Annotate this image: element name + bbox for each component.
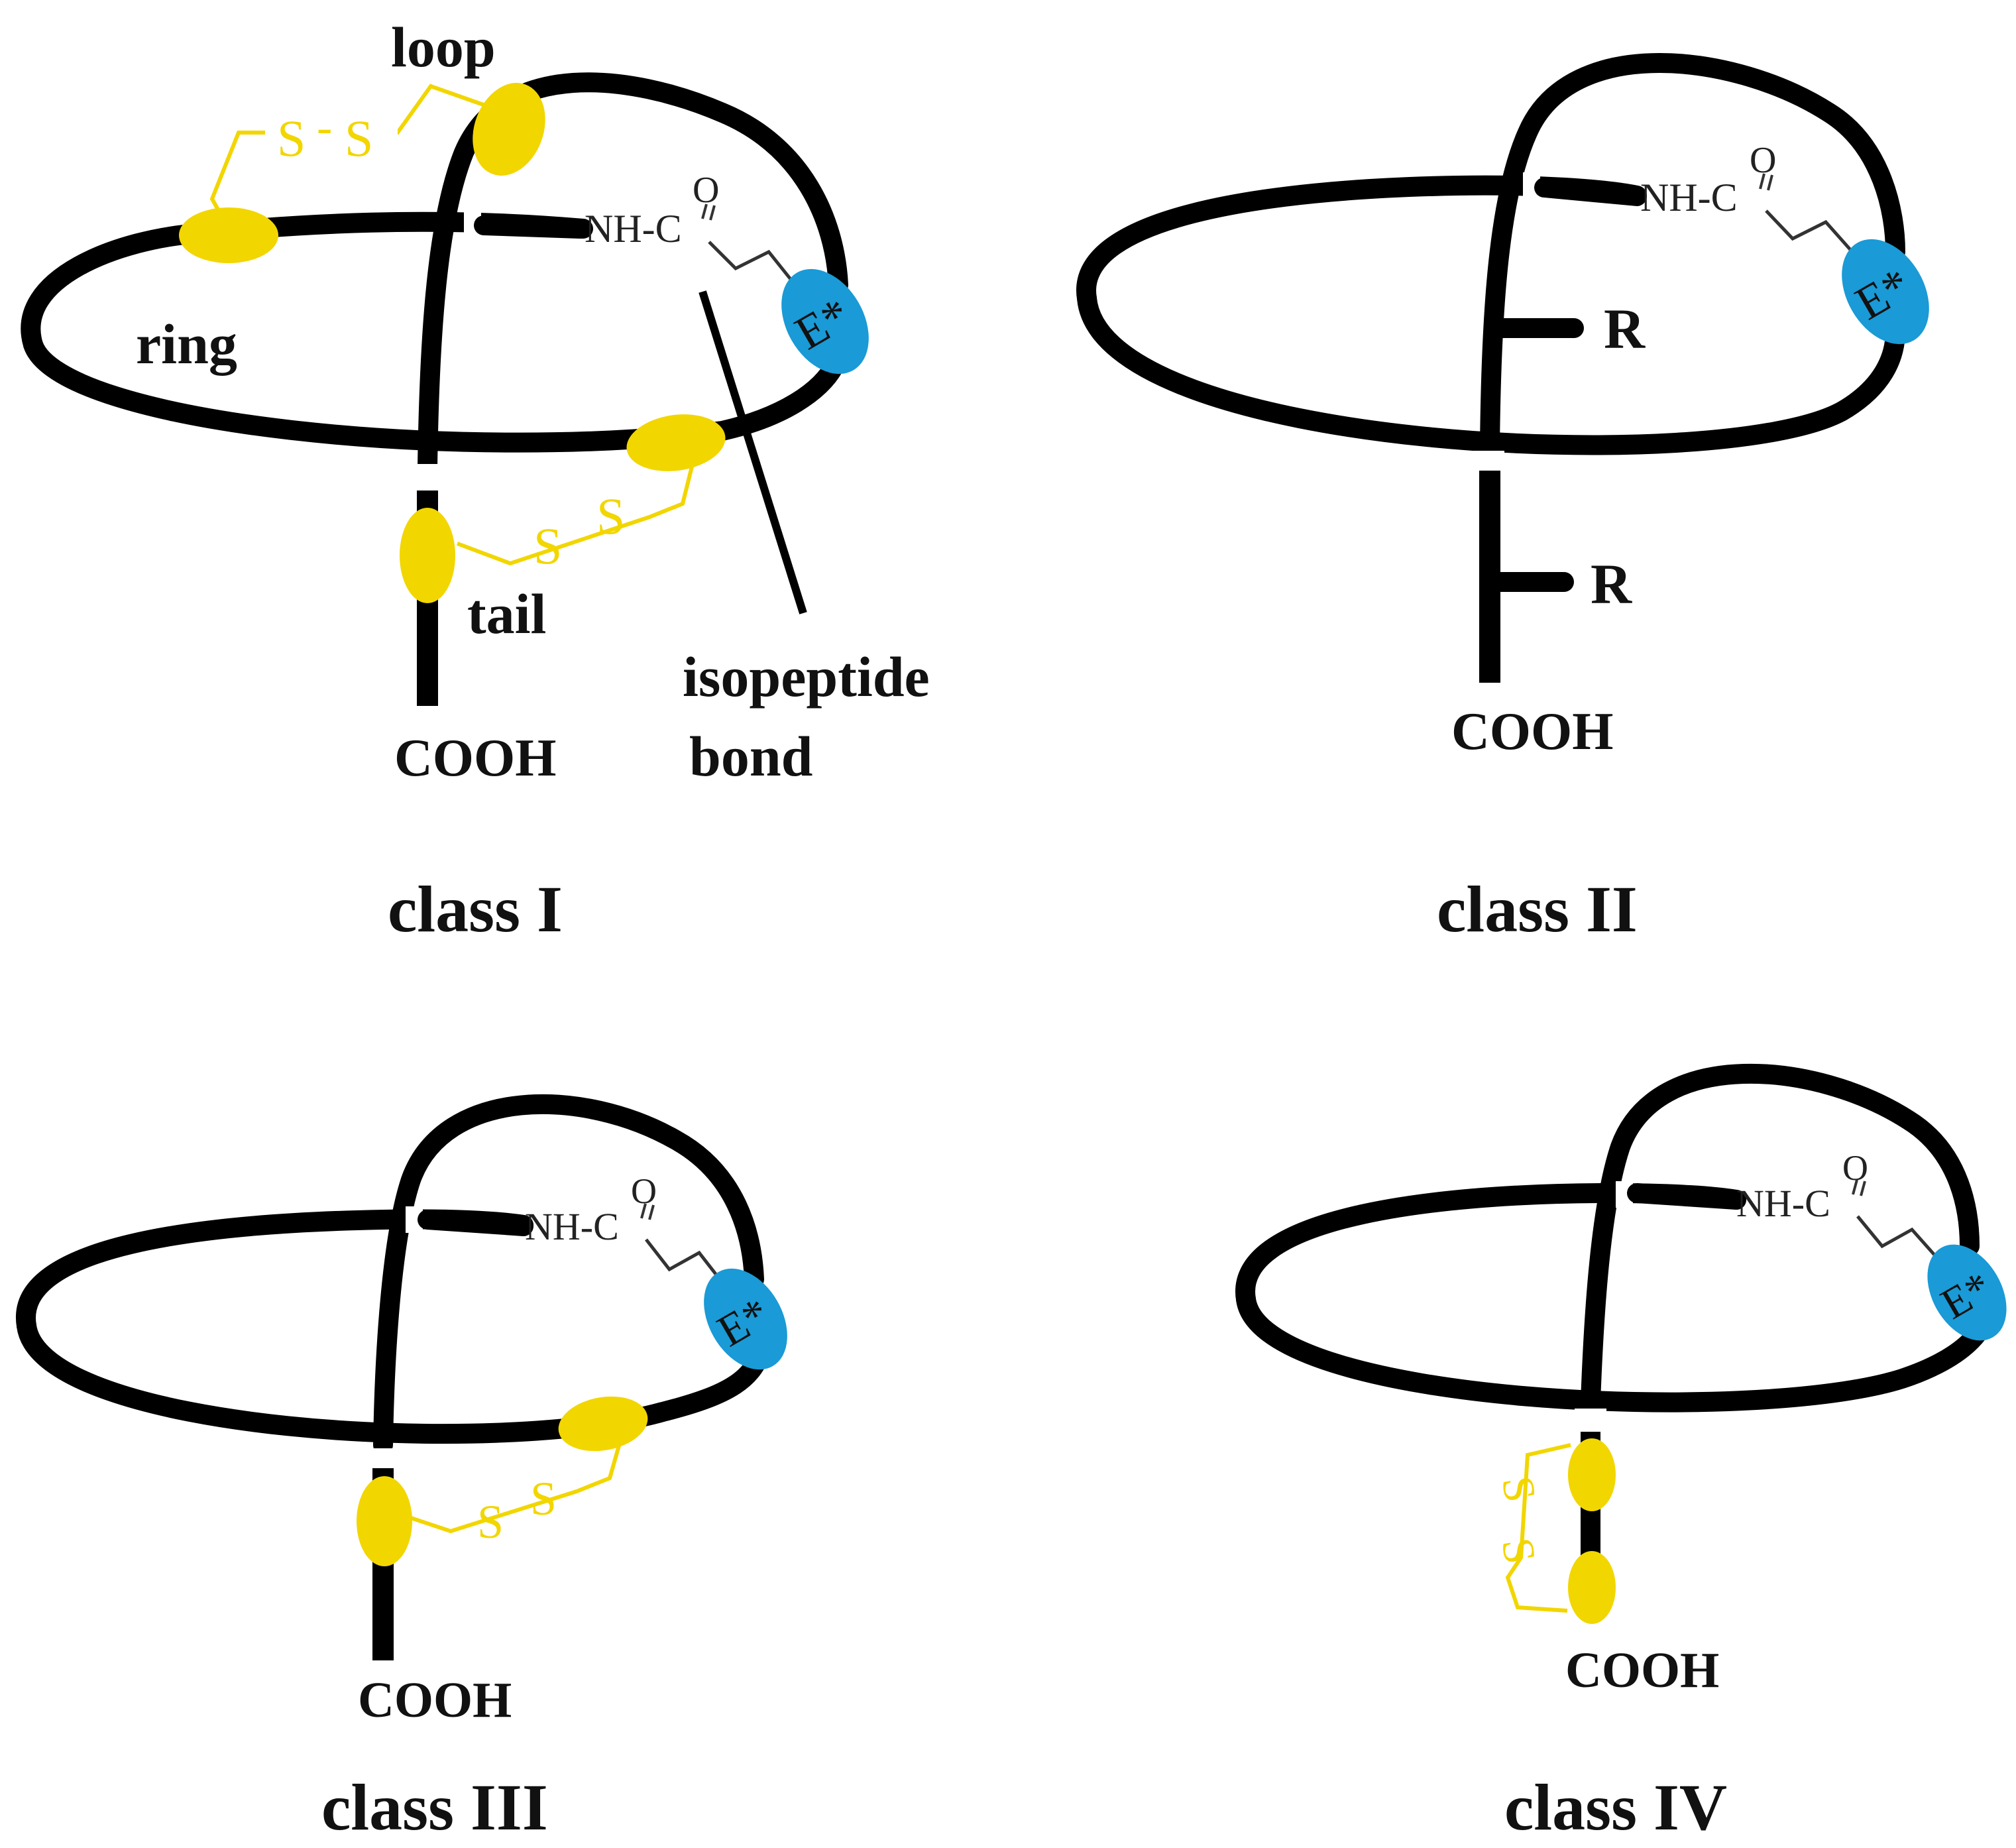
cysteine-tail-3: [357, 1476, 412, 1566]
cysteine-ring-2: [626, 414, 726, 471]
cysteine-ring-3: [558, 1396, 648, 1452]
disulfide-bridge-4: [1505, 1443, 1571, 1613]
label-ring: ring: [136, 312, 237, 376]
title-class-4: class IV: [1504, 1770, 1727, 1844]
loop-backbone-4: [1581, 1063, 1980, 1412]
disulfide-s-3b: S: [530, 1472, 557, 1525]
cysteine-tail-4b: [1568, 1551, 1616, 1624]
disulfide-s-2a: S: [533, 517, 562, 575]
carbonyl-o-2: O: [1750, 140, 1776, 181]
cysteine-ring-1: [179, 207, 278, 263]
ring-backbone-back-4: [1235, 1183, 1746, 1309]
glutamate-side-chain-4: [1856, 1215, 1940, 1261]
glutamate-side-chain-3: [645, 1238, 724, 1284]
tail-gap: [414, 464, 444, 477]
glutamate-side-chain-2: [1765, 209, 1854, 253]
disulfide-bridge-3: [410, 1431, 625, 1534]
isopeptide-pointer: [699, 290, 807, 614]
tail-gap-4: [1575, 1409, 1606, 1422]
ring-backbone-front: [23, 335, 845, 453]
label-loop: loop: [391, 15, 496, 79]
ring-back-resume-3: [418, 1210, 533, 1236]
carbonyl-double-bond-b: [709, 205, 716, 221]
panel-class-2: R R NH-C O E* COOH class II: [1076, 53, 1929, 946]
glutamate-residue-2: [1842, 239, 1929, 345]
loop-backbone: [418, 72, 848, 477]
carbonyl-o-3: O: [631, 1171, 657, 1211]
ring-backbone-back-3: [16, 1209, 533, 1336]
glutamate-residue-3: [704, 1268, 787, 1370]
loop-backbone-2: [1480, 53, 1905, 457]
carbonyl-double-bond-3a: [640, 1203, 647, 1219]
ring-back-resume-2: [1534, 178, 1647, 206]
glutamate-side-chain: [708, 241, 797, 286]
glutamate-residue-4: [1927, 1244, 2007, 1341]
panel-class-1: S - S S S NH-C O E* loop ring tail COOH …: [21, 15, 930, 946]
carbonyl-double-bond-3b: [648, 1204, 655, 1220]
label-r2: R: [1591, 552, 1632, 616]
title-class-3: class III: [321, 1770, 548, 1844]
label-bond: bond: [689, 724, 813, 788]
disulfide-s-1a: S: [277, 109, 306, 167]
disulfide-dash-1: -: [317, 102, 332, 153]
title-class-2: class II: [1437, 872, 1638, 946]
cysteine-tail-4a: [1568, 1438, 1616, 1511]
ring-backbone-back: [21, 211, 593, 355]
carbonyl-double-bond-2b: [1767, 174, 1773, 191]
label-r1: R: [1604, 297, 1646, 361]
ring-backbone-front-4: [1236, 1289, 1998, 1413]
glutamate-residue: [781, 268, 869, 375]
isopeptide-nh-c-3: NH-C: [525, 1205, 619, 1248]
ss-label-bg-1: [265, 113, 398, 152]
ring-back-resume: [474, 215, 590, 239]
ring-backbone-front-2: [1077, 288, 1905, 455]
disulfide-s-4a: S: [1492, 1472, 1546, 1505]
label-cooh-2: COOH: [1451, 703, 1613, 761]
label-isopeptide: isopeptide: [683, 645, 930, 709]
isopeptide-nh-c-2: NH-C: [1640, 176, 1738, 219]
carbonyl-double-bond-2a: [1759, 173, 1765, 190]
loop-backbone-3: [373, 1094, 764, 1455]
disulfide-s-1b: S: [345, 109, 373, 167]
panel-class-3: S S NH-C O E* COOH class III: [16, 1094, 787, 1844]
isopeptide-nh-c: NH-C: [585, 207, 682, 251]
disulfide-s-3a: S: [477, 1495, 504, 1548]
carbonyl-double-bond-4b: [1860, 1181, 1866, 1196]
tail-gap-3: [366, 1448, 398, 1462]
ring-backbone-front-3: [17, 1316, 772, 1444]
title-class-1: class I: [388, 872, 563, 946]
disulfide-s-2b: S: [596, 487, 625, 545]
cysteine-loop: [473, 83, 545, 176]
label-cooh-4: COOH: [1565, 1643, 1719, 1698]
label-tail: tail: [467, 582, 546, 646]
panel-class-4: S S NH-C O E* COOH class IV: [1235, 1063, 2007, 1844]
ring-back-resume-4: [1627, 1183, 1746, 1210]
carbonyl-double-bond-a: [701, 203, 708, 219]
disulfide-bridge-2: [456, 450, 698, 566]
label-cooh-3: COOH: [358, 1672, 512, 1728]
carbonyl-o-4: O: [1842, 1148, 1868, 1188]
isopeptide-nh-c-4: NH-C: [1736, 1182, 1830, 1225]
label-cooh-1: COOH: [394, 729, 556, 787]
carbonyl-double-bond-4a: [1852, 1179, 1858, 1195]
disulfide-s-4b: S: [1492, 1534, 1545, 1567]
tail-gap-2: [1473, 451, 1504, 464]
cysteine-tail: [400, 508, 455, 603]
ring-backbone-back-2: [1076, 175, 1647, 308]
carbonyl-o: O: [693, 170, 719, 211]
